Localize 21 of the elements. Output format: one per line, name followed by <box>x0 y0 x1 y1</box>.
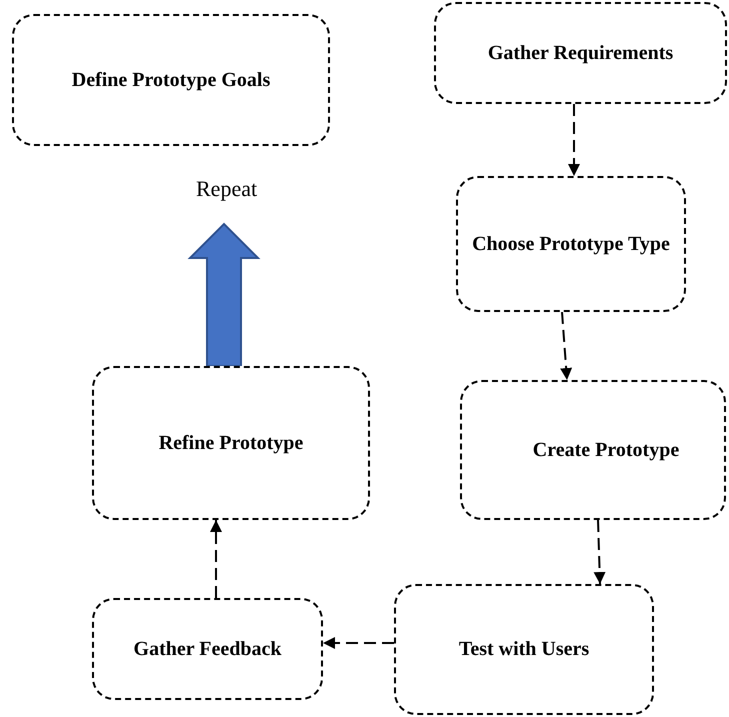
process-box <box>460 380 726 520</box>
arrow <box>210 520 222 598</box>
repeat-label: Repeat <box>196 176 258 202</box>
step-label: Choose Prototype Type <box>471 232 671 256</box>
arrow <box>560 312 572 380</box>
arrow <box>568 104 580 176</box>
block-arrow <box>188 222 260 367</box>
step-label: Create Prototype <box>532 438 680 462</box>
process-box <box>394 584 654 715</box>
step-label: Gather Requirements <box>486 40 674 66</box>
process-box <box>456 176 686 312</box>
step-label: Gather Feedback <box>132 636 282 662</box>
step-label: Test with Users <box>458 637 590 662</box>
step-label: Define Prototype Goals <box>70 68 272 92</box>
process-box <box>12 14 330 146</box>
process-box <box>434 2 727 104</box>
process-box <box>92 598 323 700</box>
process-box <box>92 366 370 520</box>
arrow <box>594 520 606 584</box>
arrow <box>323 637 394 649</box>
step-label: Refine Prototype <box>158 430 304 456</box>
